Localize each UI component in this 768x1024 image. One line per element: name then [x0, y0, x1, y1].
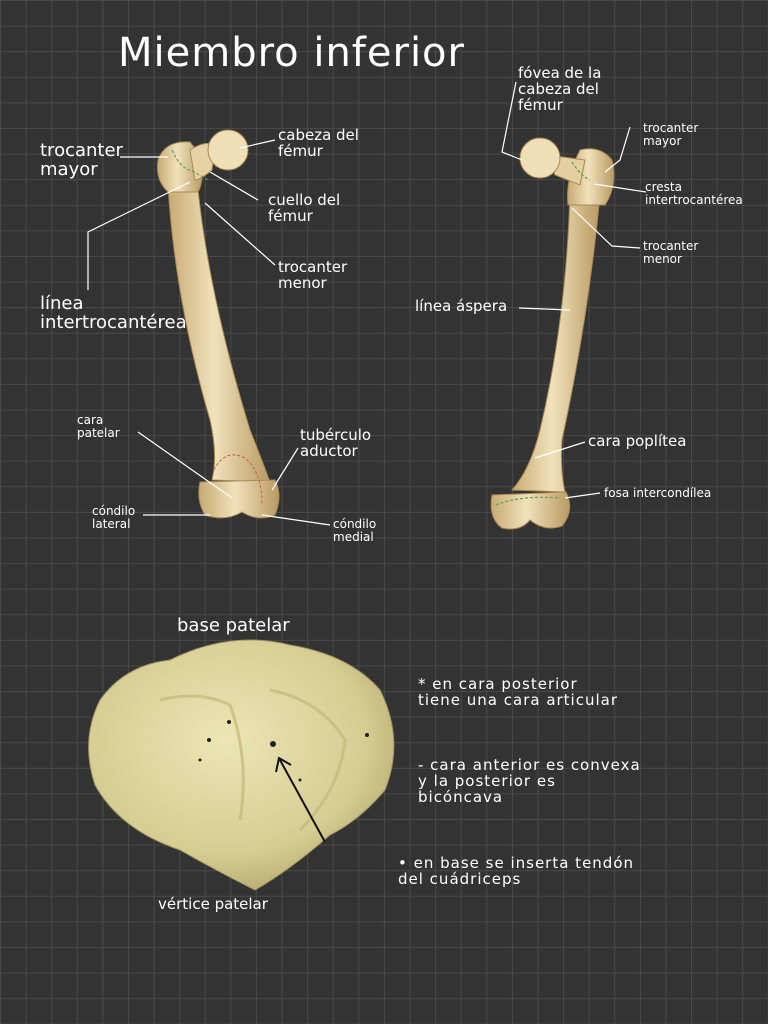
label-trocanter-mayor-anterior: trocanter mayor [40, 140, 123, 180]
label-fovea: fóvea de la cabeza del fémur [518, 64, 602, 114]
femur-anterior-shaft [167, 184, 271, 483]
femur-posterior-capsule-line [495, 496, 561, 506]
label-linea-intertrocanterea: línea intertrocantérea [40, 293, 187, 333]
label-cuello-femur: cuello del fémur [268, 191, 341, 225]
label-cara-poplitea: cara poplítea [588, 432, 687, 450]
page-title: Miembro inferior [118, 30, 465, 76]
femur-posterior-shaft [510, 194, 601, 493]
label-tuberculo-aductor: tubérculo aductor [300, 426, 372, 460]
label-trocanter-menor-anterior: trocanter menor [278, 258, 348, 292]
label-condilo-lateral: cóndilo lateral [92, 504, 136, 531]
femur-anterior-capsule-line [213, 454, 263, 506]
label-base-patelar: base patelar [177, 615, 290, 636]
femur-anterior-condyles [198, 479, 280, 519]
label-trocanter-menor-posterior: trocanter menor [643, 239, 699, 266]
label-vertice-patelar: vértice patelar [158, 895, 268, 913]
label-trocanter-mayor-posterior: trocanter mayor [643, 121, 699, 148]
note-cara-anterior: - cara anterior es convexa y la posterio… [418, 756, 641, 806]
label-cara-patelar: cara patelar [77, 413, 120, 440]
femur-anterior-head [207, 129, 249, 171]
femur-anterior-view [157, 129, 280, 519]
patella-illustration [88, 639, 395, 891]
femur-posterior-view [490, 137, 615, 530]
femur-posterior-head [519, 137, 561, 179]
femur-posterior-condyles [490, 491, 571, 530]
note-tendon-cuadriceps: • en base se inserta tendón del cuádrice… [398, 854, 635, 888]
femur-posterior-crest-line [571, 161, 591, 181]
note-cara-articular: * en cara posterior tiene una cara artic… [418, 675, 619, 709]
patella-arrow [279, 759, 326, 843]
label-cresta-intertrocanterea: cresta intertrocantérea [645, 180, 743, 207]
leader-lines [87, 81, 647, 526]
patella-shape [88, 639, 395, 891]
label-fosa-intercondilea: fosa intercondílea [604, 486, 712, 500]
label-cabeza-femur: cabeza del fémur [278, 126, 359, 160]
label-linea-aspera: línea áspera [415, 297, 508, 315]
label-condilo-medial: cóndilo medial [333, 517, 377, 544]
femur-anterior-intertrochanteric-line [171, 149, 209, 181]
